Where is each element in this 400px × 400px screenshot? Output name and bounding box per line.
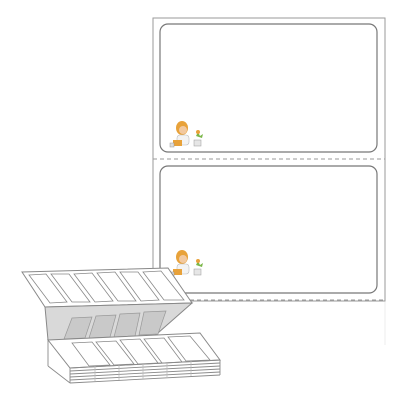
mascot-icon [169, 250, 203, 277]
mascot-icon [169, 121, 203, 148]
fanfold-top-sheet [21, 267, 193, 308]
label-top [159, 23, 378, 153]
label-bottom [159, 165, 378, 294]
fanfold-stack [47, 332, 221, 384]
fanfold-top-labels [28, 270, 185, 304]
fanfold-middle-sheet [44, 302, 194, 346]
